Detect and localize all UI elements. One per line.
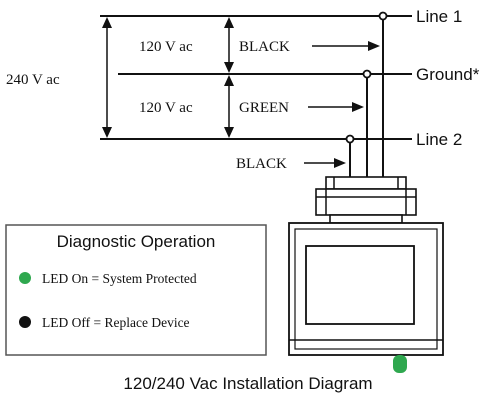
green-arrowhead [352, 102, 364, 112]
device-collar [315, 188, 417, 216]
diagnostic-legend: Diagnostic Operation LED On = System Pro… [5, 224, 267, 356]
black-wire-label-lower: BLACK [236, 156, 287, 172]
line2-junction [345, 134, 355, 144]
span-120-upper-arrowhead-bottom [224, 62, 234, 73]
device-window [305, 245, 415, 325]
legend-title: Diagnostic Operation [57, 232, 216, 251]
line1-junction [378, 11, 388, 21]
black-upper-arrowhead [368, 41, 380, 51]
black-lower-arrowhead [334, 158, 346, 168]
line2-label: Line 2 [416, 130, 462, 149]
led-off-text: LED Off = Replace Device [42, 315, 190, 330]
span-120-upper-arrowhead-top [224, 17, 234, 28]
voltage-120-upper-label: 120 V ac [139, 39, 193, 55]
device-neck [329, 214, 403, 224]
span-120-lower-arrowhead-bottom [224, 127, 234, 138]
line1-label: Line 1 [416, 7, 462, 26]
voltage-240-label: 240 V ac [6, 72, 60, 88]
device-nut-top [325, 176, 407, 190]
led-on-text: LED On = System Protected [42, 271, 197, 286]
device-status-led [393, 355, 407, 373]
span-240-arrowhead-bottom [102, 127, 112, 138]
surge-protector-device [288, 176, 444, 373]
black-wire-label-upper: BLACK [239, 39, 290, 55]
diagram-caption: 120/240 Vac Installation Diagram [123, 374, 372, 393]
span-240-arrowhead-top [102, 17, 112, 28]
device-body-inner [294, 228, 438, 350]
ground-junction [362, 69, 372, 79]
led-green-icon [19, 272, 31, 284]
span-120-lower-arrowhead-top [224, 75, 234, 86]
legend-box [5, 224, 267, 356]
voltage-120-lower-label: 120 V ac [139, 100, 193, 116]
ground-label: Ground* [416, 65, 480, 84]
green-wire-label: GREEN [239, 100, 289, 116]
led-black-icon [19, 316, 31, 328]
